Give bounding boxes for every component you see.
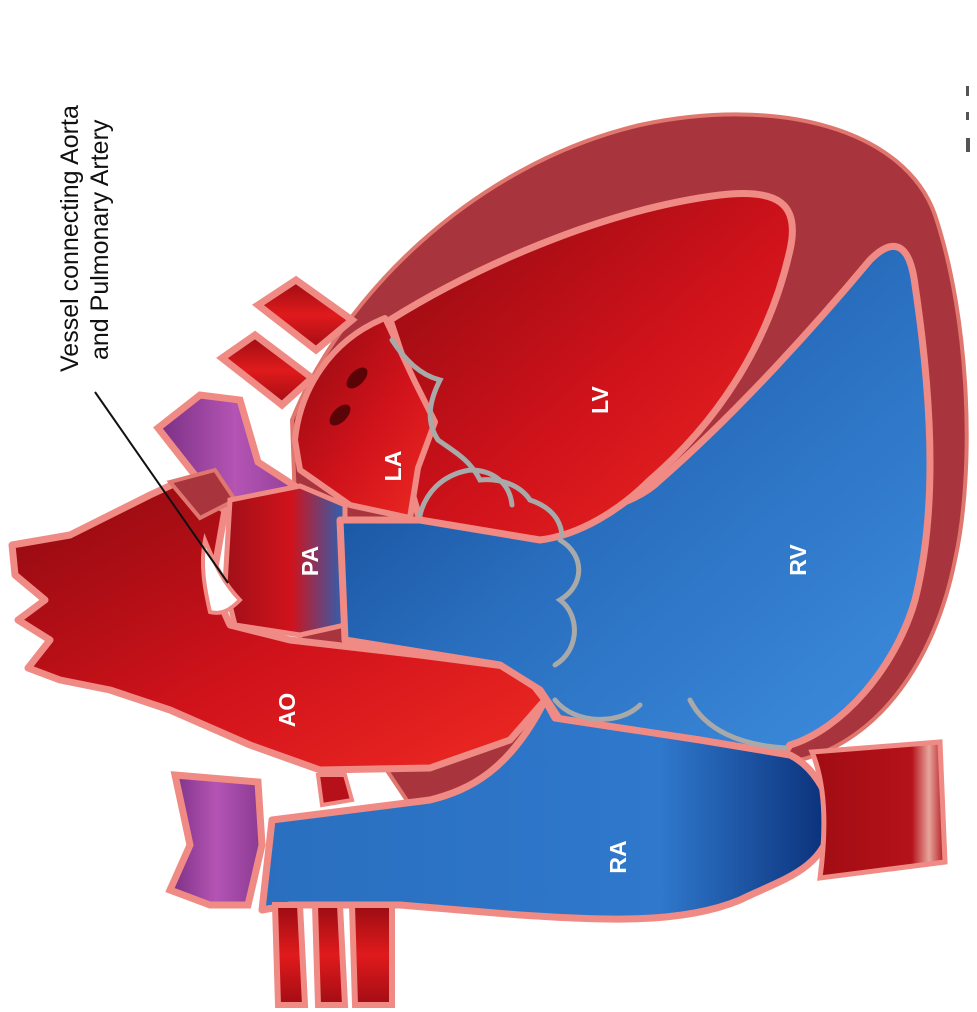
label-ao: AO	[274, 693, 300, 728]
inferior-vena-cava	[812, 742, 945, 878]
edge-marks	[966, 86, 970, 152]
label-rv: RV	[785, 544, 811, 576]
label-lv: LV	[587, 386, 613, 414]
label-pa: PA	[297, 546, 323, 576]
label-la: LA	[380, 451, 406, 482]
annotation-line-1: Vessel connecting Aorta	[56, 105, 84, 372]
annotation-line-2: and Pulmonary Artery	[86, 119, 114, 360]
pulmonary-artery	[225, 486, 345, 635]
annotation-label: Vessel connecting Aorta and Pulmonary Ar…	[56, 105, 114, 372]
label-ra: RA	[605, 840, 631, 873]
